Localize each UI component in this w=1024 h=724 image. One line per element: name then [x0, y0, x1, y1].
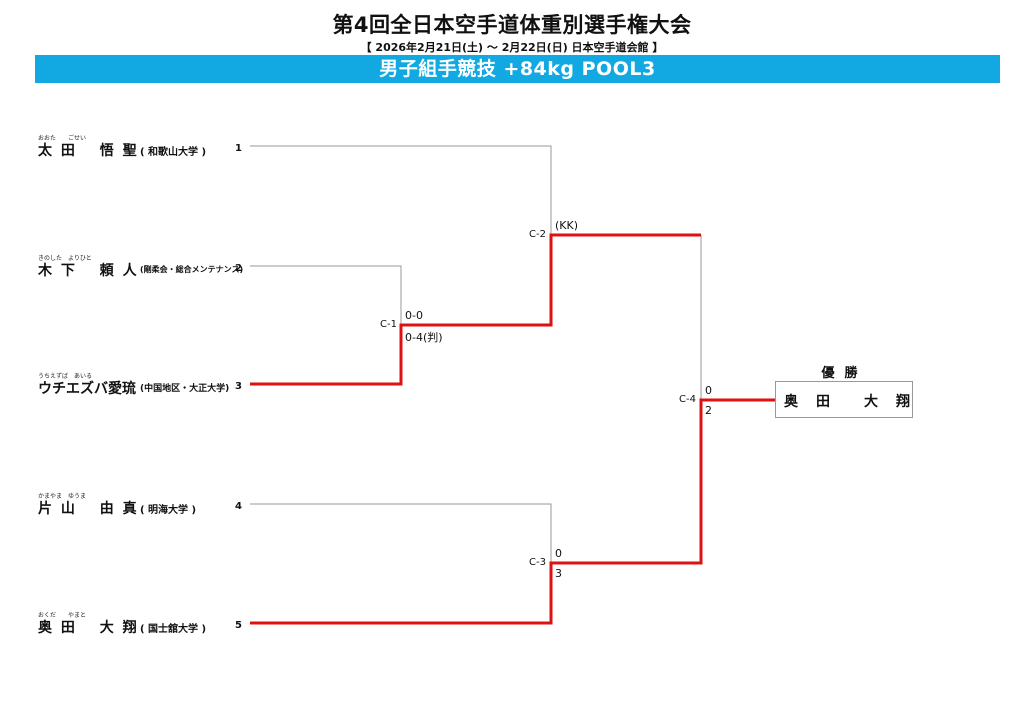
- player-name: 片 山 由 真: [38, 501, 139, 517]
- player-entry-3: うちえずば あいる ウチエズバ愛琉 (中国地区・大正大学) 3: [38, 371, 278, 407]
- player-furigana: おおた ごせい: [38, 135, 87, 142]
- match-label-c3: C-3: [529, 557, 546, 568]
- player-entry-1: おおた ごせい 太 田 悟 聖 ( 和歌山大学 ) 1: [38, 133, 278, 169]
- match-label-c1: C-1: [380, 319, 397, 330]
- player-seed: 4: [235, 501, 242, 512]
- champion-name: 奥 田 大 翔: [784, 394, 912, 410]
- player-furigana: かまやま ゆうま: [38, 493, 87, 500]
- player-furigana: うちえずば あいる: [38, 373, 93, 380]
- match-label-c2: C-2: [529, 229, 546, 240]
- page-title: 第4回全日本空手道体重別選手権大会: [332, 13, 692, 37]
- bracket-line-player-1: [250, 145, 552, 235]
- player-furigana: きのした よりひと: [38, 255, 92, 262]
- match-score-c3-top: 0: [555, 547, 562, 560]
- player-seed: 5: [235, 620, 242, 631]
- player-name: 奥 田 大 翔: [38, 620, 139, 636]
- division-banner: 男子組手競技 +84kg POOL3: [35, 55, 1000, 83]
- player-name: ウチエズバ愛琉: [38, 381, 136, 397]
- player-entry-2: きのした よりひと 木 下 頼 人 (剛柔会・総合メンテナンス) 2: [38, 253, 278, 289]
- player-entry-5: おくだ やまと 奥 田 大 翔 ( 国士舘大学 ) 5: [38, 610, 278, 646]
- winner-path-player-3: [250, 233, 701, 386]
- player-entry-4: かまやま ゆうま 片 山 由 真 ( 明海大学 ) 4: [38, 491, 278, 527]
- champion-label: 優勝: [821, 366, 868, 381]
- player-seed: 3: [235, 381, 242, 392]
- match-score-c1-bottom: 0-4(判): [405, 331, 443, 344]
- bracket-line-player-2: [250, 265, 402, 325]
- player-affiliation: ( 和歌山大学 ): [140, 147, 207, 158]
- player-seed: 2: [235, 263, 242, 274]
- player-affiliation: ( 明海大学 ): [140, 505, 197, 516]
- champion-box: 奥 田 大 翔: [775, 381, 913, 418]
- match-score-c1-top: 0-0: [405, 309, 423, 322]
- match-score-c2-top: (KK): [555, 219, 579, 232]
- bracket-line-player-4: [250, 503, 552, 563]
- event-date-venue: 【 2026年2月21日(土) 〜 2月22日(日) 日本空手道会館 】: [360, 41, 664, 54]
- player-furigana: おくだ やまと: [38, 612, 87, 619]
- match-score-c3-bottom: 3: [555, 567, 562, 580]
- player-seed: 1: [235, 143, 242, 154]
- match-score-c4-bottom: 2: [705, 404, 712, 417]
- player-name: 太 田 悟 聖: [38, 143, 139, 159]
- player-affiliation: ( 国士舘大学 ): [140, 624, 207, 635]
- player-affiliation: (剛柔会・総合メンテナンス): [140, 265, 244, 274]
- player-name: 木 下 頼 人: [38, 263, 139, 279]
- winner-path-player-5: [250, 398, 775, 625]
- match-score-c4-top: 0: [705, 384, 712, 397]
- match-label-c4: C-4: [679, 394, 696, 405]
- player-affiliation: (中国地区・大正大学): [140, 384, 230, 394]
